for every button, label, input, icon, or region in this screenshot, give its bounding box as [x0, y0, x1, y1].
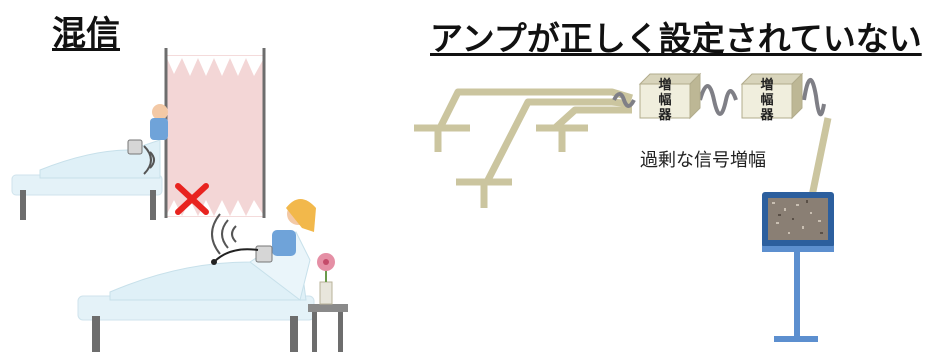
title-interference: 混信: [52, 14, 120, 54]
patient-gown: [272, 230, 296, 256]
amplifier-2-label: 増幅器: [760, 78, 774, 123]
transmitter-device: [255, 245, 273, 263]
caption-excessive-signal-amplification: 過剰な信号増幅: [640, 150, 766, 171]
patient-gown: [150, 118, 168, 140]
monitor-with-stand: [762, 192, 834, 342]
amplifier-1: [638, 72, 702, 120]
transmitter-device: [127, 139, 143, 155]
side-table-with-flower: [308, 253, 348, 352]
title-amp-not-set-correctly: アンプが正しく設定されていない: [430, 19, 922, 58]
patient-hair: [286, 199, 316, 232]
cable-network: [414, 88, 832, 208]
amplifier-1-label: 増幅器: [658, 78, 672, 123]
front-bed: [77, 199, 316, 352]
blocked-x-mark: [175, 183, 209, 215]
cable-coils: [612, 78, 826, 117]
patient-head: [152, 104, 168, 120]
amplifier-2: [740, 72, 804, 120]
back-bed: [11, 104, 168, 220]
